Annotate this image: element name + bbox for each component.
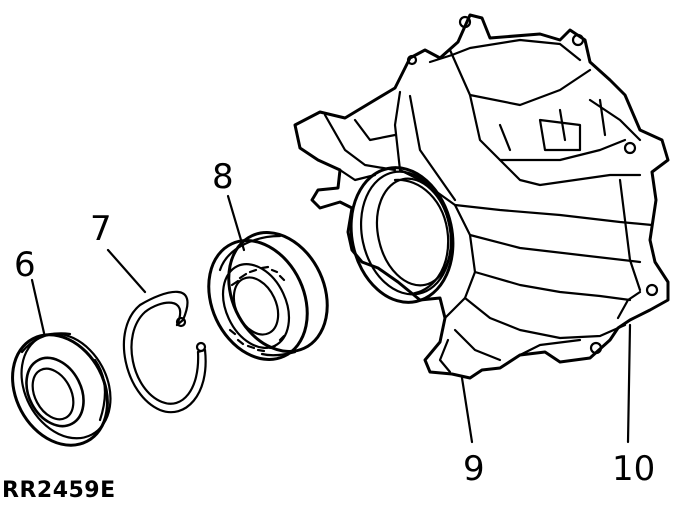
leader-line-7: [108, 250, 145, 292]
bearing-part-8: [190, 216, 346, 375]
leader-line-8: [228, 196, 244, 250]
snap-ring-part-7: [124, 292, 206, 412]
leader-line-6: [32, 280, 44, 333]
callout-7: 7: [90, 209, 112, 249]
callout-8: 8: [212, 157, 234, 197]
callout-6: 6: [14, 245, 36, 285]
housing-part-9: [295, 15, 668, 378]
leader-line-10: [628, 325, 630, 442]
figure-id: RR2459E: [2, 478, 116, 503]
callout-9: 9: [463, 449, 485, 489]
callout-10: 10: [612, 449, 656, 489]
seal-part-6: [0, 318, 128, 462]
leader-line-9: [462, 378, 472, 442]
